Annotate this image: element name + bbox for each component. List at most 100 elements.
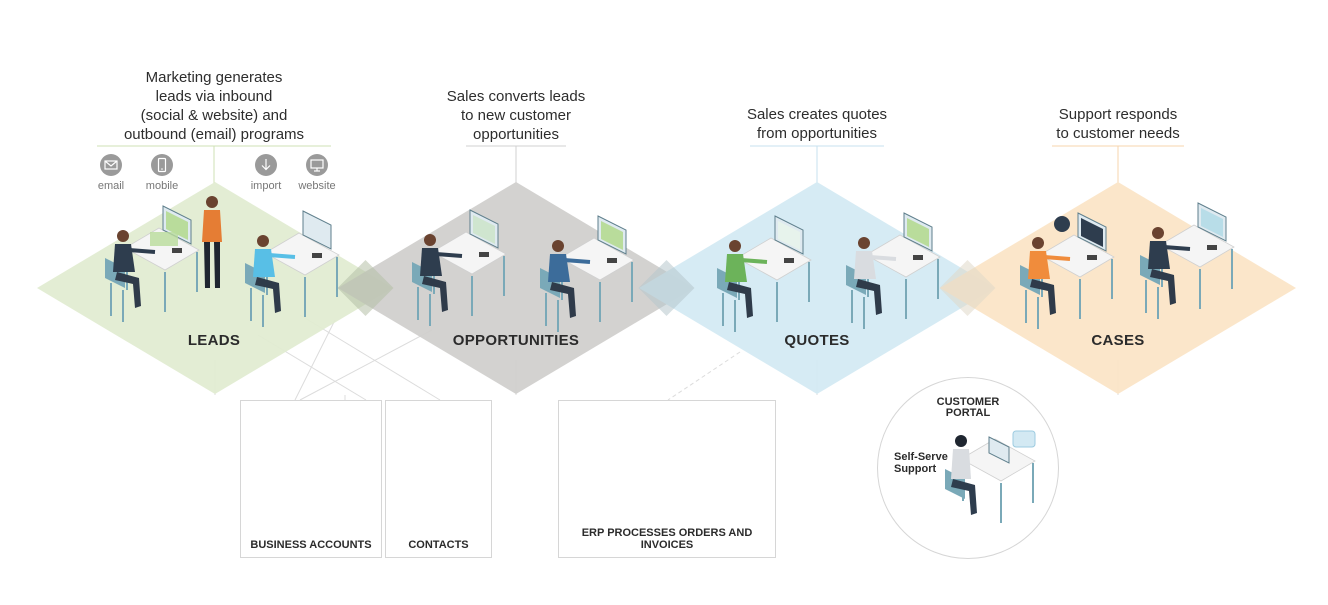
stage-label-opportunities: OPPORTUNITIES — [452, 332, 580, 349]
person-arm — [128, 248, 156, 254]
monitor-screen — [907, 218, 929, 247]
erp-box: ERP PROCESSES ORDERS AND INVOICES — [558, 400, 776, 558]
standing-person — [202, 196, 222, 288]
monitor-screen — [601, 221, 623, 250]
workstation — [846, 212, 941, 329]
workstation — [412, 209, 507, 326]
overlap-3 — [939, 260, 996, 316]
person-arm — [869, 255, 897, 261]
monitor-icon — [306, 154, 328, 176]
keyboard — [312, 253, 322, 258]
monitor-screen — [473, 215, 495, 244]
person-legs — [727, 282, 753, 318]
person-head — [955, 435, 967, 447]
customer-portal-title: CUSTOMER PORTAL — [936, 396, 1000, 419]
channel-import: import — [241, 154, 291, 192]
person-legs — [204, 242, 220, 288]
keyboard — [1207, 245, 1217, 250]
business-accounts-label: BUSINESS ACCOUNTS — [250, 539, 372, 551]
person-arm — [1163, 245, 1191, 251]
channel-mobile: mobile — [137, 154, 187, 192]
person-legs — [951, 479, 977, 515]
speech-bubble-icon — [1054, 216, 1070, 232]
person-head — [1032, 237, 1044, 249]
business-accounts-box: BUSINESS ACCOUNTS — [240, 400, 382, 558]
keyboard — [1087, 255, 1097, 260]
keyboard — [172, 248, 182, 253]
desk — [124, 227, 200, 271]
person-torso — [202, 210, 222, 242]
stage-diamonds — [37, 182, 1296, 394]
stage-label-cases: CASES — [1091, 332, 1145, 349]
overlap-1 — [337, 260, 394, 316]
person-torso — [951, 449, 971, 479]
desk — [431, 231, 507, 275]
stage-label-leads: LEADS — [187, 332, 241, 349]
person-arm — [268, 253, 296, 259]
mobile-phone-icon — [151, 154, 173, 176]
erp-label: ERP PROCESSES ORDERS AND INVOICES — [581, 527, 753, 551]
person-head — [424, 234, 436, 246]
person-legs — [550, 282, 576, 318]
laptop — [988, 436, 1010, 464]
person-legs — [255, 277, 281, 313]
person-head — [257, 235, 269, 247]
keyboard — [913, 255, 923, 260]
person-legs — [1150, 269, 1176, 305]
caption-marketing: Marketing generates leads via inbound (s… — [123, 69, 305, 143]
desk — [1159, 224, 1235, 268]
caption-lines — [97, 145, 1184, 183]
workstation — [245, 210, 340, 327]
keyboard — [784, 258, 794, 263]
portal-workstation — [945, 435, 1036, 523]
person-legs — [1030, 279, 1056, 315]
desk — [865, 234, 941, 278]
desk — [960, 438, 1036, 482]
chat-window — [150, 232, 178, 246]
workstation — [1020, 212, 1115, 329]
chat-bubble-icon — [1012, 430, 1036, 448]
keyboard — [607, 258, 617, 263]
workstation — [105, 205, 200, 322]
monitor-screen — [1201, 208, 1223, 237]
desk — [264, 232, 340, 276]
workstation — [1140, 202, 1235, 319]
person-head — [552, 240, 564, 252]
desk — [736, 237, 812, 281]
self-serve-support-label: Self-Serve Support — [894, 451, 948, 475]
keyboard — [479, 252, 489, 257]
workstation — [717, 215, 812, 332]
person-legs — [856, 279, 882, 315]
person-arm — [1043, 255, 1071, 261]
envelope-icon — [100, 154, 122, 176]
portal-illustration — [945, 430, 1036, 523]
channel-website: website — [292, 154, 342, 192]
monitor-screen — [166, 211, 188, 240]
person-head — [1152, 227, 1164, 239]
monitor-screen — [1081, 218, 1103, 247]
person-head — [729, 240, 741, 252]
desk — [559, 237, 635, 281]
person-head — [117, 230, 129, 242]
person-legs — [422, 276, 448, 312]
download-arrow-icon — [255, 154, 277, 176]
person-legs — [115, 272, 141, 308]
person-head — [858, 237, 870, 249]
caption-support: Support responds to customer needs — [1056, 106, 1180, 142]
person-head — [206, 196, 218, 208]
contacts-label: CONTACTS — [408, 539, 469, 551]
caption-sales-quotes: Sales creates quotes from opportunities — [746, 106, 888, 142]
stage-label-quotes: QUOTES — [784, 332, 850, 349]
overlap-2 — [638, 260, 695, 316]
channel-email: email — [86, 154, 136, 192]
monitor-screen — [778, 221, 800, 250]
person-arm — [435, 252, 463, 258]
workstations — [105, 196, 1235, 332]
workstation — [540, 215, 635, 332]
contacts-box: CONTACTS — [385, 400, 492, 558]
caption-sales-leads: Sales converts leads to new customer opp… — [446, 88, 586, 143]
person-arm — [563, 258, 591, 264]
monitor-screen — [306, 216, 328, 245]
desk — [1039, 234, 1115, 278]
person-arm — [740, 258, 768, 264]
